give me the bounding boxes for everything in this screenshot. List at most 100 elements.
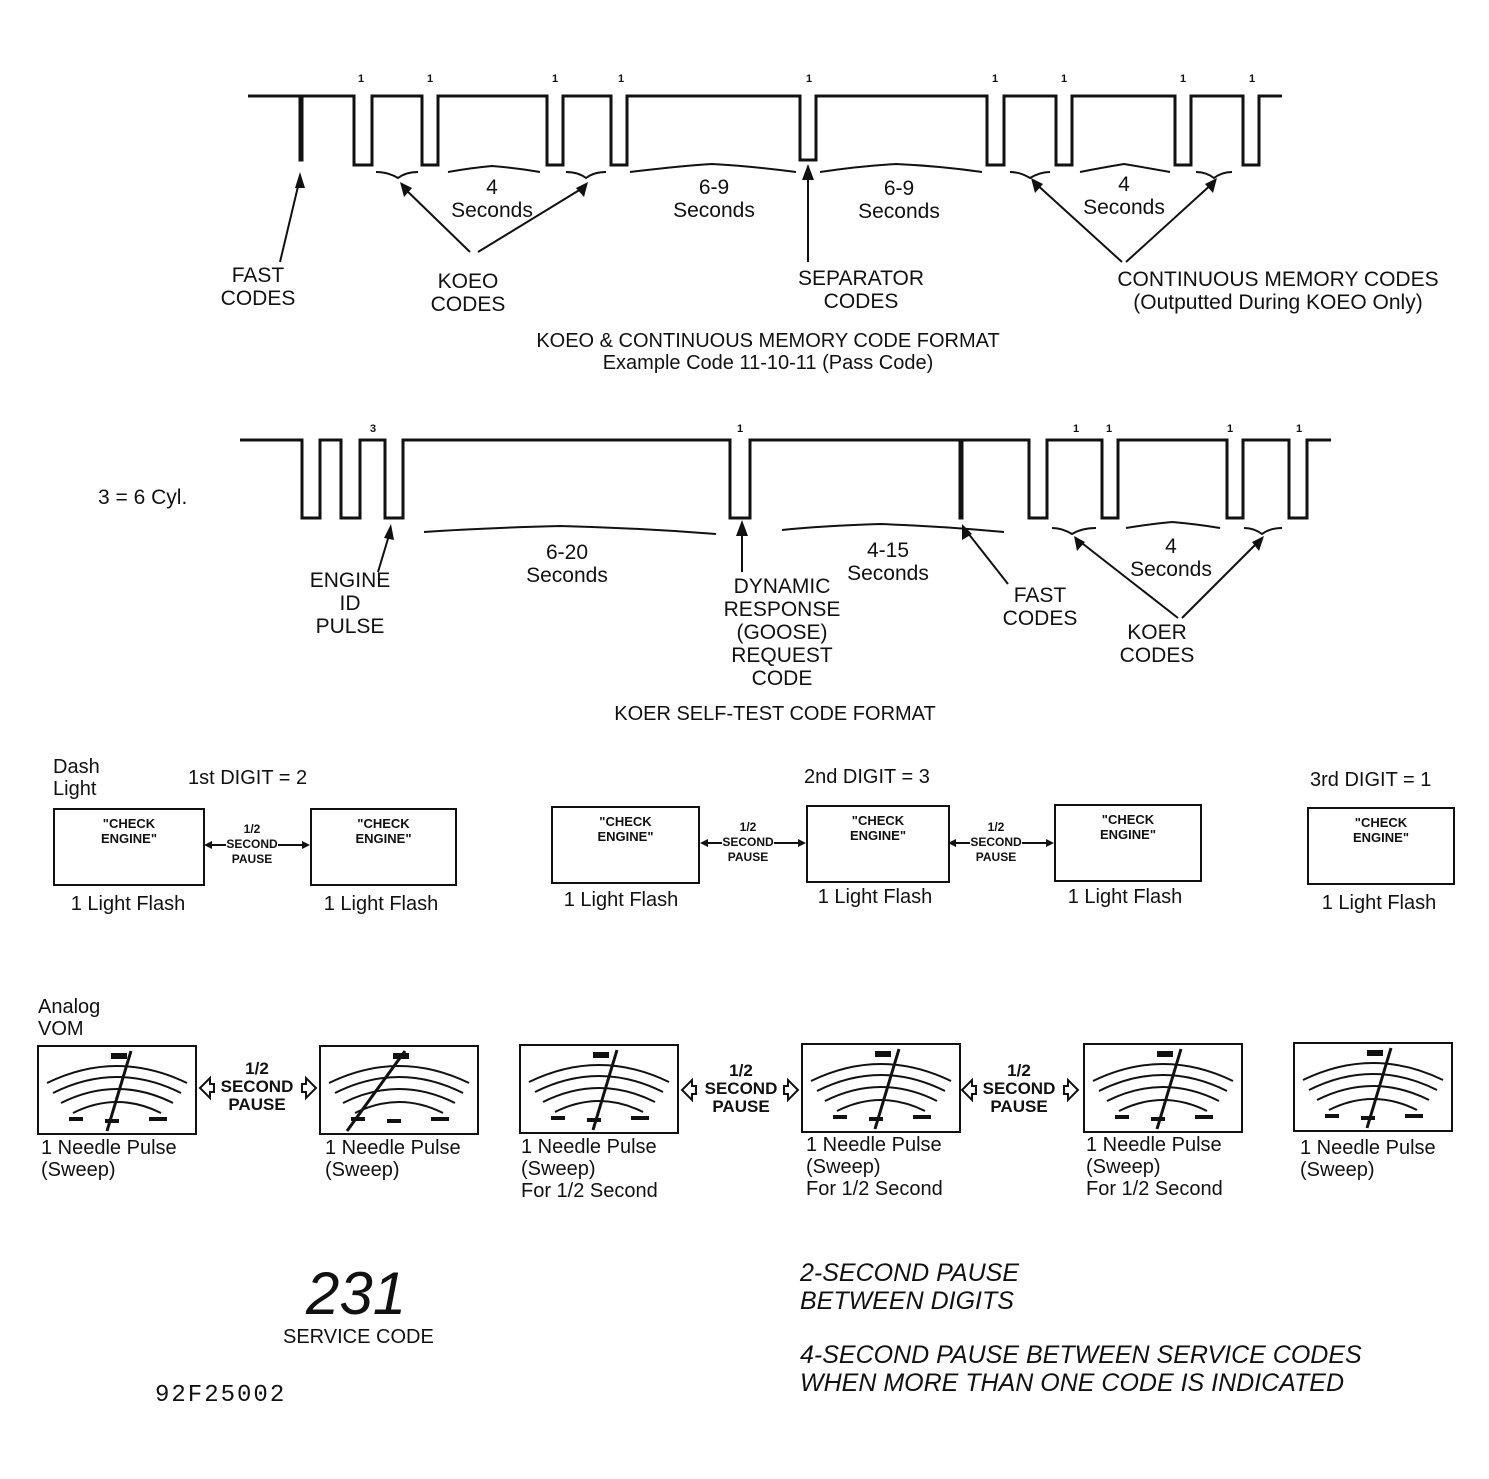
pulse-mark: 1 <box>992 73 999 85</box>
vom-pause-arrow-left-3 <box>960 1077 977 1103</box>
cm-brace-right <box>1195 171 1233 180</box>
koeo-arrow-right <box>477 185 587 253</box>
pulse-mark: 1 <box>1180 73 1187 85</box>
cm-arrow-left <box>1033 181 1123 263</box>
pulse-mark: 1 <box>427 73 434 85</box>
fast-codes2-arrow <box>963 527 1009 585</box>
cm-interval-brace <box>1079 162 1171 173</box>
koeo-signal-line <box>248 94 1282 167</box>
needle-pulse-label: 1 Needle Pulse(Sweep)For 1/2 Second <box>806 1134 943 1200</box>
light-flash-label: 1 Light Flash <box>563 889 679 911</box>
cm-brace-left <box>1009 171 1051 180</box>
light-flash-label: 1 Light Flash <box>1067 886 1183 908</box>
digit3-label: 3rd DIGIT = 1 <box>1310 769 1432 791</box>
needle-pulse-label: 1 Needle Pulse(Sweep)For 1/2 Second <box>1086 1134 1223 1200</box>
vom-pause-arrow-right-1 <box>301 1075 318 1101</box>
pulse-mark: 1 <box>1106 423 1113 435</box>
pause-b-brace <box>819 162 983 173</box>
koeo-brace-right <box>565 171 607 180</box>
koeo-arrow-left <box>401 185 471 253</box>
pulse-mark: 1 <box>358 73 365 85</box>
fast-codes-arrow <box>279 177 301 263</box>
vom-meter <box>1083 1043 1243 1133</box>
service-code-caption: SERVICE CODE <box>283 1326 434 1348</box>
vom-meter <box>1293 1042 1453 1132</box>
pulse-mark: 1 <box>1073 423 1080 435</box>
digit1-label: 1st DIGIT = 2 <box>188 767 308 789</box>
vom-meter <box>37 1045 197 1135</box>
continuous-memory-label: CONTINUOUS MEMORY CODES(Outputted During… <box>1117 268 1439 314</box>
pulse-mark: 1 <box>737 423 744 435</box>
pulse-mark: 1 <box>1061 73 1068 85</box>
vom-meter <box>801 1043 961 1133</box>
light-flash-label: 1 Light Flash <box>817 886 933 908</box>
pulse-mark: 1 <box>1296 423 1303 435</box>
koer-diagram-title: KOER SELF-TEST CODE FORMAT <box>614 703 936 725</box>
koer-arrow-right <box>1181 539 1261 619</box>
service-code-number: 231 <box>306 1260 407 1327</box>
koeo-interval-brace <box>447 164 541 173</box>
vom-meter <box>319 1045 479 1135</box>
interval-a-brace <box>423 524 717 535</box>
cm-arrow-right <box>1125 181 1215 263</box>
light-flash-label: 1 Light Flash <box>70 893 186 915</box>
needle-pulse-label: 1 Needle Pulse(Sweep)For 1/2 Second <box>521 1136 658 1202</box>
vom-pause-arrow-right-2 <box>783 1077 800 1103</box>
cylinder-note: 3 = 6 Cyl. <box>98 486 188 509</box>
figure-id: 92F25002 <box>155 1382 287 1409</box>
koer-arrow-left <box>1077 539 1179 619</box>
koeo-brace-left <box>375 171 419 180</box>
pulse-mark: 3 <box>370 423 377 435</box>
koer-interval-brace <box>1125 520 1221 529</box>
vom-pause-arrow-left-2 <box>680 1077 697 1103</box>
koer-brace-right <box>1243 527 1283 536</box>
interval-b-brace <box>781 522 1005 533</box>
koer-brace-left <box>1051 527 1097 536</box>
pulse-mark: 1 <box>552 73 559 85</box>
needle-pulse-label: 1 Needle Pulse(Sweep) <box>41 1137 177 1181</box>
digit2-label: 2nd DIGIT = 3 <box>804 766 930 788</box>
light-flash-label: 1 Light Flash <box>1321 892 1437 914</box>
koer-signal-line <box>240 438 1331 520</box>
pulse-mark: 1 <box>1249 73 1256 85</box>
pause-a-brace <box>629 162 797 173</box>
needle-pulse-label: 1 Needle Pulse(Sweep) <box>325 1137 461 1181</box>
light-flash-label: 1 Light Flash <box>323 893 439 915</box>
vom-meter <box>519 1044 679 1134</box>
koeo-diagram-subtitle: Example Code 11-10-11 (Pass Code) <box>602 352 934 374</box>
pulse-mark: 1 <box>618 73 625 85</box>
koeo-diagram-title: KOEO & CONTINUOUS MEMORY CODE FORMAT <box>536 330 1000 352</box>
needle-pulse-label: 1 Needle Pulse(Sweep) <box>1300 1137 1436 1181</box>
